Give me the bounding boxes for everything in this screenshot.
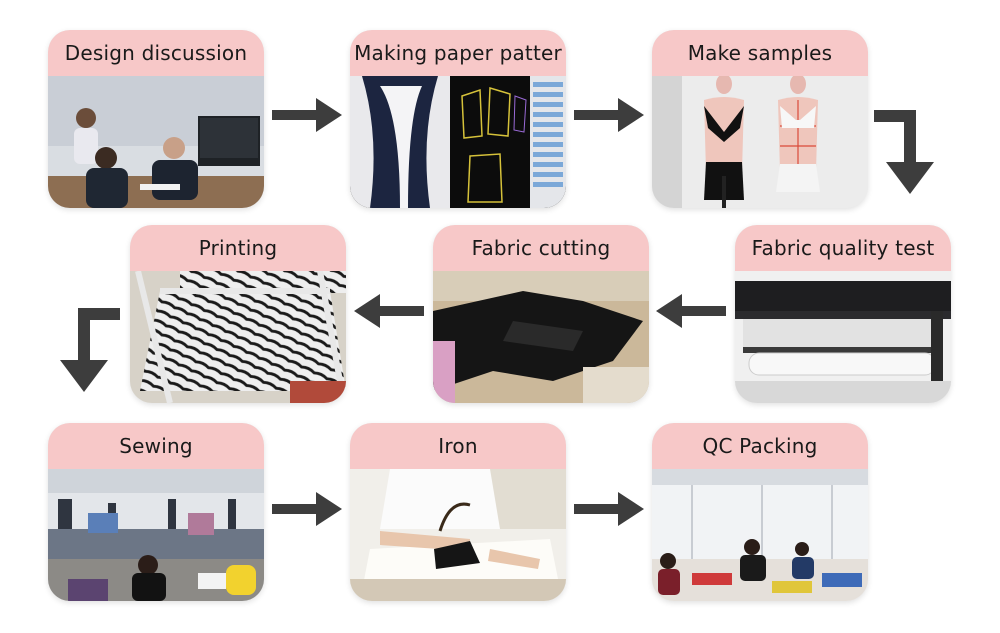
step-title: Fabric quality test — [735, 225, 951, 271]
arrow-left-icon — [354, 294, 424, 328]
paper-pattern-photo — [350, 76, 566, 208]
step-iron: Iron — [350, 423, 566, 601]
step-title: Making paper patter — [350, 30, 566, 76]
step-title: Sewing — [48, 423, 264, 469]
arrow-right-icon — [272, 492, 342, 526]
step-making-paper-pattern: Making paper patter — [350, 30, 566, 208]
step-sewing: Sewing — [48, 423, 264, 601]
arrow-elbow-down-icon — [60, 308, 120, 392]
fabric-quality-test-photo — [735, 271, 951, 403]
step-qc-packing: QC Packing — [652, 423, 868, 601]
sewing-photo — [48, 469, 264, 601]
design-discussion-photo — [48, 76, 264, 208]
arrow-right-icon — [574, 98, 644, 132]
qc-packing-photo — [652, 469, 868, 601]
step-printing: Printing — [130, 225, 346, 403]
arrow-right-icon — [272, 98, 342, 132]
step-title: QC Packing — [652, 423, 868, 469]
step-title: Printing — [130, 225, 346, 271]
step-fabric-cutting: Fabric cutting — [433, 225, 649, 403]
arrow-left-icon — [656, 294, 726, 328]
step-title: Iron — [350, 423, 566, 469]
arrow-elbow-down-icon — [874, 110, 934, 194]
iron-photo — [350, 469, 566, 601]
step-title: Fabric cutting — [433, 225, 649, 271]
step-design-discussion: Design discussion — [48, 30, 264, 208]
fabric-cutting-photo — [433, 271, 649, 403]
printing-photo — [130, 271, 346, 403]
arrow-right-icon — [574, 492, 644, 526]
make-samples-photo — [652, 76, 868, 208]
step-title: Make samples — [652, 30, 868, 76]
step-fabric-quality-test: Fabric quality test — [735, 225, 951, 403]
step-title: Design discussion — [48, 30, 264, 76]
step-make-samples: Make samples — [652, 30, 868, 208]
